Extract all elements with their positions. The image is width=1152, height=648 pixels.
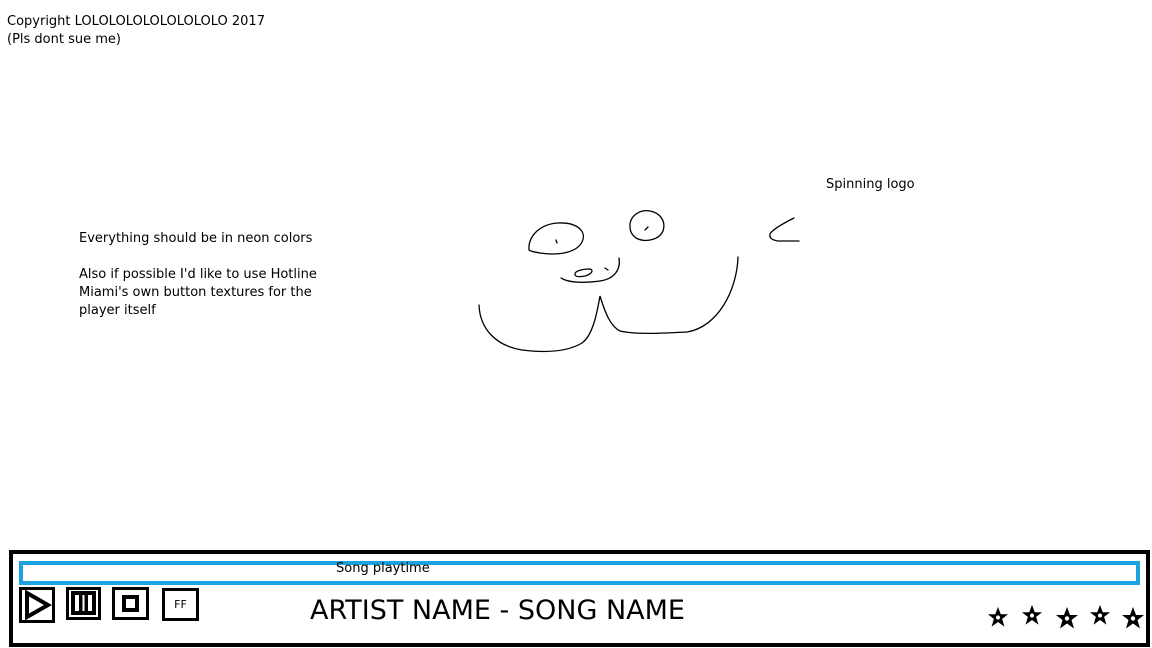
logo-right-eye xyxy=(629,210,665,242)
copyright-subline: (Pls dont sue me) xyxy=(7,32,121,47)
logo-arrow-icon xyxy=(769,217,800,242)
star-icon[interactable] xyxy=(1021,604,1043,626)
rating-stars[interactable] xyxy=(983,604,1145,634)
note-neon: Everything should be in neon colors xyxy=(79,231,313,246)
copyright-notice: Copyright LOLOLOLOLOLOLOLOLO 2017 (Pls d… xyxy=(7,13,265,49)
play-icon xyxy=(25,590,52,620)
music-player: Song playtime FF ARTIST NAME - SONG NAME xyxy=(9,550,1150,647)
song-progress-bar[interactable]: Song playtime xyxy=(19,561,1140,585)
logo-nose xyxy=(574,268,593,278)
stop-button[interactable] xyxy=(112,587,149,620)
fast-forward-button[interactable]: FF xyxy=(162,588,199,621)
copyright-line: Copyright LOLOLOLOLOLOLOLOLO 2017 xyxy=(7,14,265,29)
fast-forward-label: FF xyxy=(174,598,187,611)
logo-label: Spinning logo xyxy=(826,177,915,192)
logo-left-eye xyxy=(528,222,584,255)
star-icon[interactable] xyxy=(1055,606,1079,630)
note-textures: Also if possible I'd like to use Hotline… xyxy=(79,267,317,318)
play-button[interactable] xyxy=(19,587,55,623)
logo-jaw xyxy=(478,256,739,353)
progress-label: Song playtime xyxy=(336,561,430,576)
pause-icon xyxy=(71,591,96,615)
stop-icon xyxy=(122,595,139,612)
star-icon[interactable] xyxy=(1089,604,1111,626)
track-title: ARTIST NAME - SONG NAME xyxy=(310,595,685,626)
star-icon[interactable] xyxy=(987,606,1009,628)
design-notes: Everything should be in neon colors Also… xyxy=(79,230,329,338)
star-icon[interactable] xyxy=(1121,606,1145,630)
pause-button[interactable] xyxy=(66,587,101,620)
